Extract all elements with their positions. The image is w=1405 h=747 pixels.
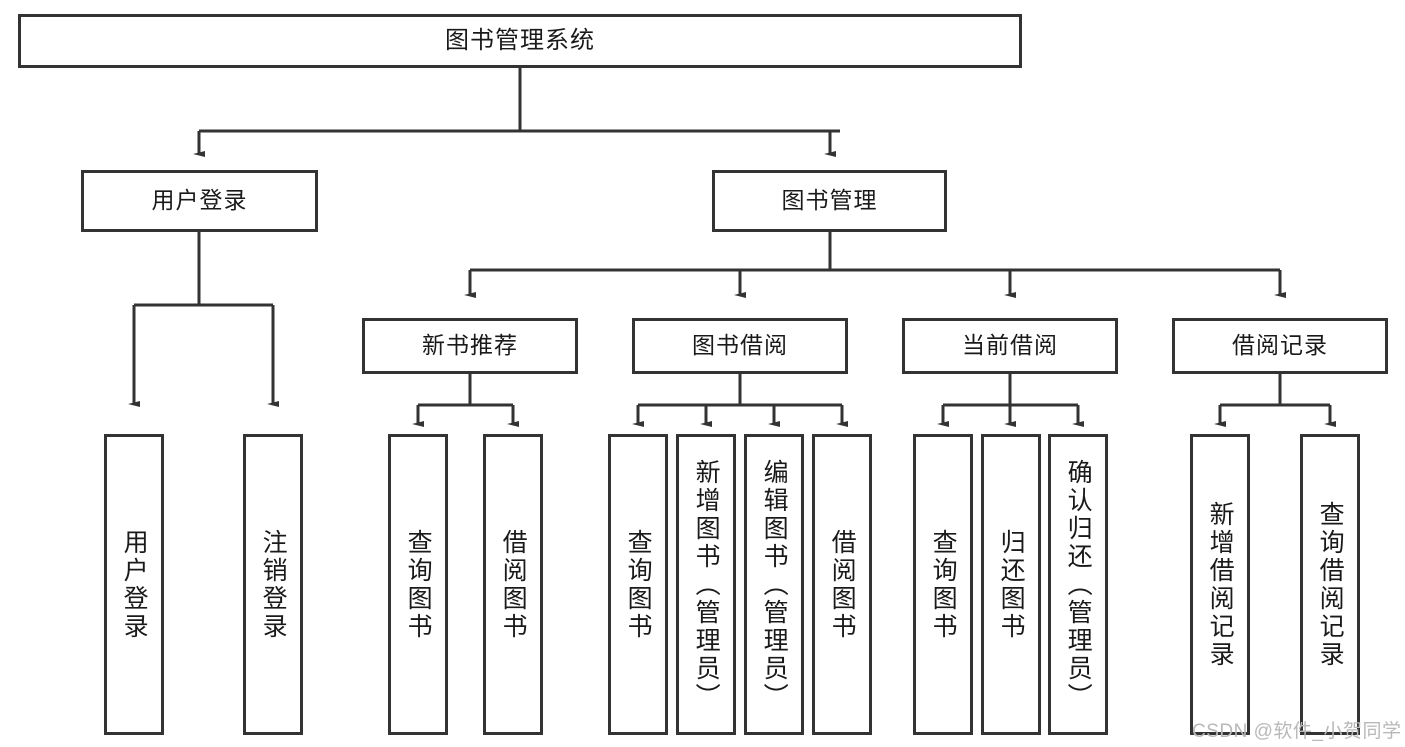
- leaf-book-borrow-edit-label: 编辑图书（管理员）: [760, 458, 789, 711]
- leaf-book-borrow-query-label: 查询图书: [624, 528, 653, 641]
- node-root-system-label: 图书管理系统: [445, 26, 595, 54]
- leaf-borrow-record-add-label: 新增借阅记录: [1206, 500, 1235, 669]
- node-current-borrow-label: 当前借阅: [962, 332, 1058, 359]
- node-root-system[interactable]: 图书管理系统: [18, 14, 1022, 68]
- leaf-borrow-record-add[interactable]: 新增借阅记录: [1190, 434, 1250, 735]
- leaf-book-borrow-borrow-label: 借阅图书: [828, 528, 857, 641]
- node-new-book-recommend-label: 新书推荐: [422, 332, 518, 359]
- leaf-current-borrow-query-label: 查询图书: [929, 528, 958, 641]
- node-current-borrow[interactable]: 当前借阅: [902, 318, 1118, 374]
- leaf-book-borrow-query[interactable]: 查询图书: [608, 434, 668, 735]
- leaf-new-book-query-label: 查询图书: [404, 528, 433, 641]
- node-borrow-records[interactable]: 借阅记录: [1172, 318, 1388, 374]
- leaf-new-book-borrow[interactable]: 借阅图书: [483, 434, 543, 735]
- node-borrow-records-label: 借阅记录: [1232, 332, 1328, 359]
- leaf-borrow-record-query[interactable]: 查询借阅记录: [1300, 434, 1360, 735]
- leaf-user-login-signin[interactable]: 用户登录: [104, 434, 164, 735]
- leaf-new-book-borrow-label: 借阅图书: [499, 528, 528, 641]
- node-new-book-recommend[interactable]: 新书推荐: [362, 318, 578, 374]
- leaf-new-book-query[interactable]: 查询图书: [388, 434, 448, 735]
- leaf-current-borrow-query[interactable]: 查询图书: [913, 434, 973, 735]
- node-book-borrow-label: 图书借阅: [692, 332, 788, 359]
- leaf-borrow-record-query-label: 查询借阅记录: [1316, 500, 1345, 669]
- leaf-user-login-signout-label: 注销登录: [259, 528, 288, 641]
- leaf-book-borrow-edit[interactable]: 编辑图书（管理员）: [744, 434, 804, 735]
- csdn-watermark: CSDN @软件_小贺同学: [1192, 721, 1402, 742]
- leaf-current-borrow-return-label: 归还图书: [997, 528, 1026, 641]
- leaf-user-login-signout[interactable]: 注销登录: [243, 434, 303, 735]
- node-book-management-label: 图书管理: [781, 187, 878, 214]
- node-book-management[interactable]: 图书管理: [712, 170, 947, 232]
- node-book-borrow[interactable]: 图书借阅: [632, 318, 848, 374]
- leaf-book-borrow-add[interactable]: 新增图书（管理员）: [676, 434, 736, 735]
- leaf-current-borrow-confirm-return-label: 确认归还（管理员）: [1064, 458, 1093, 711]
- leaf-book-borrow-add-label: 新增图书（管理员）: [692, 458, 721, 711]
- node-user-login[interactable]: 用户登录: [81, 170, 318, 232]
- leaf-current-borrow-return[interactable]: 归还图书: [981, 434, 1041, 735]
- node-user-login-label: 用户登录: [151, 187, 248, 214]
- leaf-book-borrow-borrow[interactable]: 借阅图书: [812, 434, 872, 735]
- leaf-user-login-signin-label: 用户登录: [120, 528, 149, 641]
- leaf-current-borrow-confirm-return[interactable]: 确认归还（管理员）: [1048, 434, 1108, 735]
